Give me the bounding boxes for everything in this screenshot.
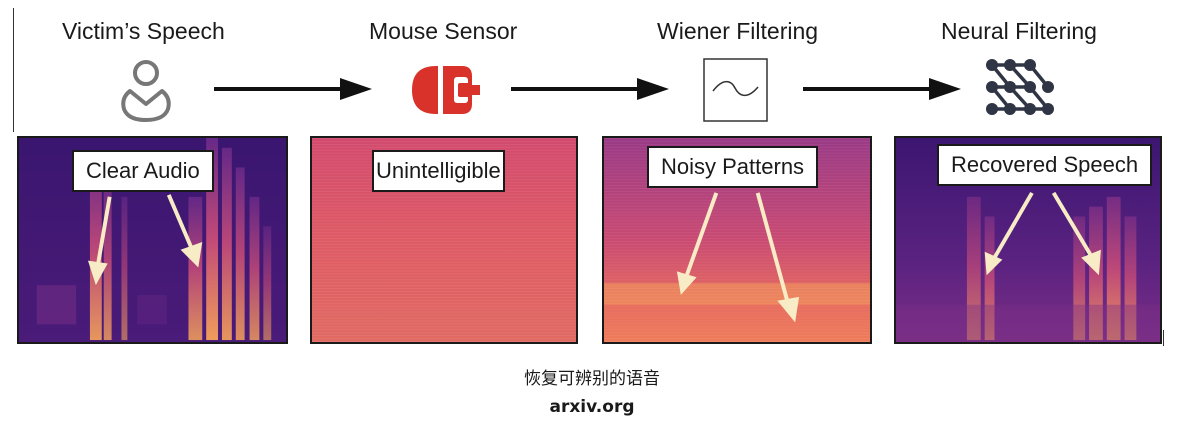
annotation-arrows-recovered-speech: [984, 191, 1101, 276]
panel-label-noisy-patterns: Noisy Patterns: [647, 146, 819, 188]
neural-network-icon: [986, 59, 1054, 115]
user-icon: [121, 60, 171, 122]
flow-arrow-1: [214, 78, 372, 100]
flow-arrow-3: [803, 78, 961, 100]
panel-label-recovered-speech: Recovered Speech: [937, 144, 1153, 186]
mouse-icon: [412, 64, 480, 116]
left-border-line: [13, 8, 14, 132]
stage-title-mouse-sensor: Mouse Sensor: [369, 18, 518, 44]
annotation-arrows-clear-audio: [87, 194, 203, 286]
source-label: arxiv.org: [549, 397, 635, 417]
panel-label-unintelligible: Unintelligible: [372, 150, 505, 192]
stage-title-wiener-filtering: Wiener Filtering: [657, 18, 819, 44]
panel-label-clear-audio: Clear Audio: [72, 150, 214, 192]
annotation-arrows-noisy-patterns: [676, 192, 800, 323]
stage-title-neural-filtering: Neural Filtering: [941, 18, 1097, 44]
spectrogram-recovered-speech: Recovered Speech: [894, 136, 1162, 344]
flow-arrow-2: [511, 78, 669, 100]
spectrogram-unintelligible: Unintelligible: [310, 136, 578, 344]
filter-wave-icon: [703, 58, 768, 122]
stage-title-victim-speech: Victim’s Speech: [62, 18, 225, 44]
spectrogram-clear-audio: Clear Audio: [17, 136, 288, 344]
figure-caption: 恢复可辨别的语音: [524, 369, 660, 389]
right-border-tick: [1163, 330, 1164, 346]
spectrogram-noisy-patterns: Noisy Patterns: [602, 136, 872, 344]
